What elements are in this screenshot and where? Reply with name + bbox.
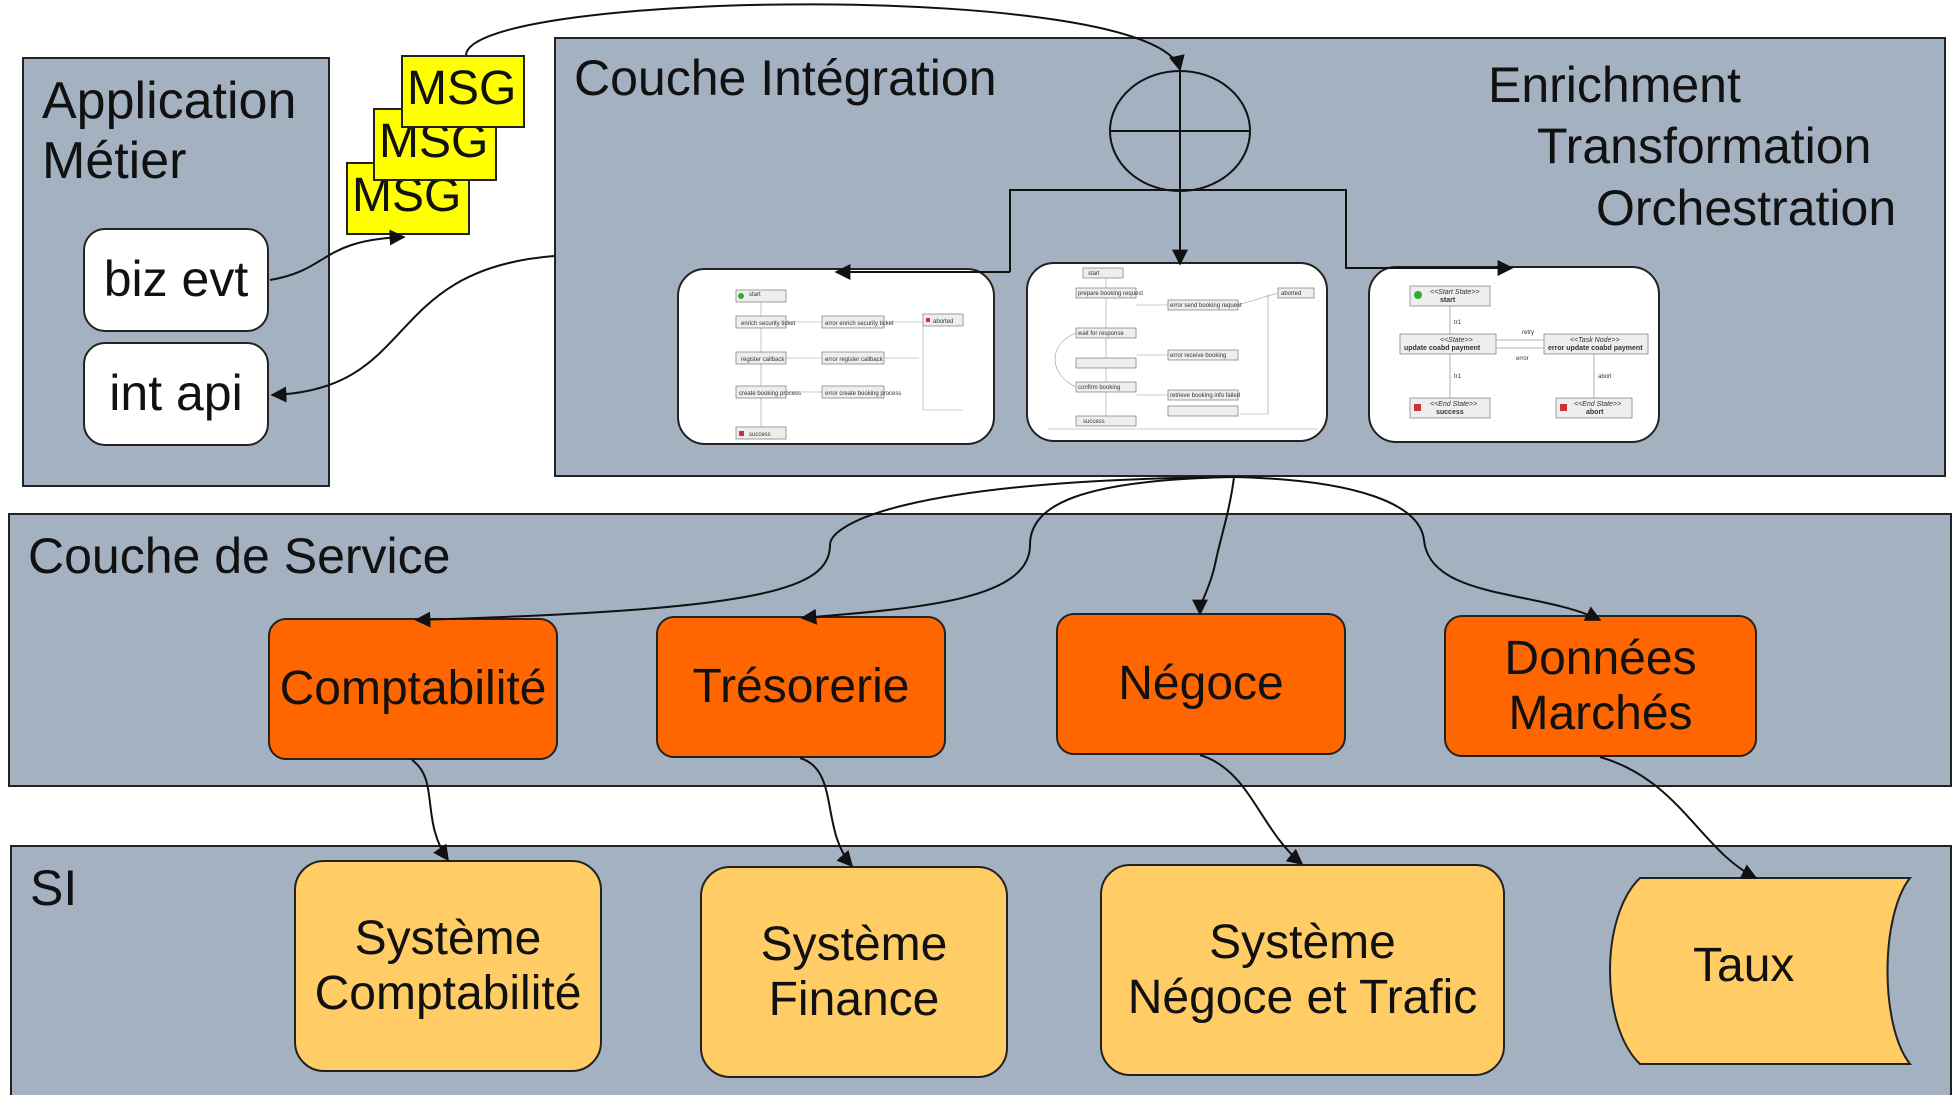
wf3-end-stereotype: <<End State>> xyxy=(1430,401,1477,408)
si-taux-storage[interactable] xyxy=(1595,876,1915,1066)
enrichment-label: Enrichment xyxy=(1488,57,1741,113)
wf3-start: start xyxy=(1440,297,1456,304)
wf3-success: success xyxy=(1436,409,1464,416)
si-layer-title: SI xyxy=(30,860,78,916)
wf2-aborted: aborted xyxy=(1281,291,1301,297)
wf1-end: success xyxy=(749,432,771,438)
application-metier-title: Application Métier xyxy=(42,72,297,190)
wf2-task-1: error send booking request xyxy=(1170,303,1242,309)
wf3-retry: retry xyxy=(1522,330,1534,336)
si-systeme-negoce-trafic[interactable]: Système Négoce et Trafic xyxy=(1100,864,1505,1076)
wf3-task-stereotype: <<Task Node>> xyxy=(1570,337,1620,344)
wf3-state-stereotype: <<State>> xyxy=(1440,337,1473,344)
wf3-abort: abort xyxy=(1598,374,1612,380)
wf2-task-2: error receive booking xyxy=(1170,353,1226,359)
wf1-state-3: create booking process xyxy=(739,391,801,397)
transformation-label: Transformation xyxy=(1537,118,1872,174)
si-systeme-comptabilite[interactable]: Système Comptabilité xyxy=(294,860,602,1072)
wf3-start-stereotype: <<Start State>> xyxy=(1430,289,1479,296)
wf1-start: start xyxy=(749,292,761,298)
wf1-task-3: error create booking process xyxy=(825,391,901,397)
wf3-tr1b: tr1 xyxy=(1454,374,1462,380)
orchestration-label: Orchestration xyxy=(1596,180,1897,236)
si-systeme-finance[interactable]: Système Finance xyxy=(700,866,1008,1078)
wf2-start: start xyxy=(1088,271,1100,277)
si-taux-label: Taux xyxy=(1693,939,1795,992)
wf2-state-2: wait for response xyxy=(1077,331,1124,337)
wf3-abort-end: abort xyxy=(1586,409,1604,416)
service-negoce[interactable]: Négoce xyxy=(1056,613,1346,755)
wf3-abort-stereotype: <<End State>> xyxy=(1574,401,1621,408)
service-layer-title: Couche de Service xyxy=(28,528,451,584)
wf2-task-3: retrieve booking info failed xyxy=(1170,393,1240,399)
wf2-end: success xyxy=(1083,419,1105,425)
workflow-thumbnail-1: start enrich security ticket error enric… xyxy=(677,268,995,445)
integration-layer-title: Couche Intégration xyxy=(574,50,997,106)
biz-evt-box[interactable]: biz evt xyxy=(83,228,269,332)
wf1-task-1: error enrich security ticket xyxy=(825,321,894,327)
wf1-state-1: enrich security ticket xyxy=(741,321,796,327)
wf3-state: update coabd payment xyxy=(1404,345,1481,352)
message-1: MSG xyxy=(401,55,525,128)
workflow-thumbnail-2: start prepare booking request error send… xyxy=(1026,262,1328,442)
wf1-aborted: aborted xyxy=(933,319,953,325)
wf1-state-2: register callback xyxy=(741,357,785,363)
wf1-task-2: error register callback xyxy=(825,357,884,363)
wf2-state-3: confirm booking xyxy=(1078,385,1120,391)
service-donnees-marches[interactable]: Données Marchés xyxy=(1444,615,1757,757)
workflow-thumbnail-3: <<Start State>> start <<State>> update c… xyxy=(1368,266,1660,443)
wf3-tr1: tr1 xyxy=(1454,320,1462,326)
wf3-task: error update coabd payment xyxy=(1548,345,1643,352)
int-api-box[interactable]: int api xyxy=(83,342,269,446)
wf2-state-1: prepare booking request xyxy=(1078,291,1143,297)
service-tresorerie[interactable]: Trésorerie xyxy=(656,616,946,758)
wf3-error: error xyxy=(1516,356,1529,362)
service-comptabilite[interactable]: Comptabilité xyxy=(268,618,558,760)
